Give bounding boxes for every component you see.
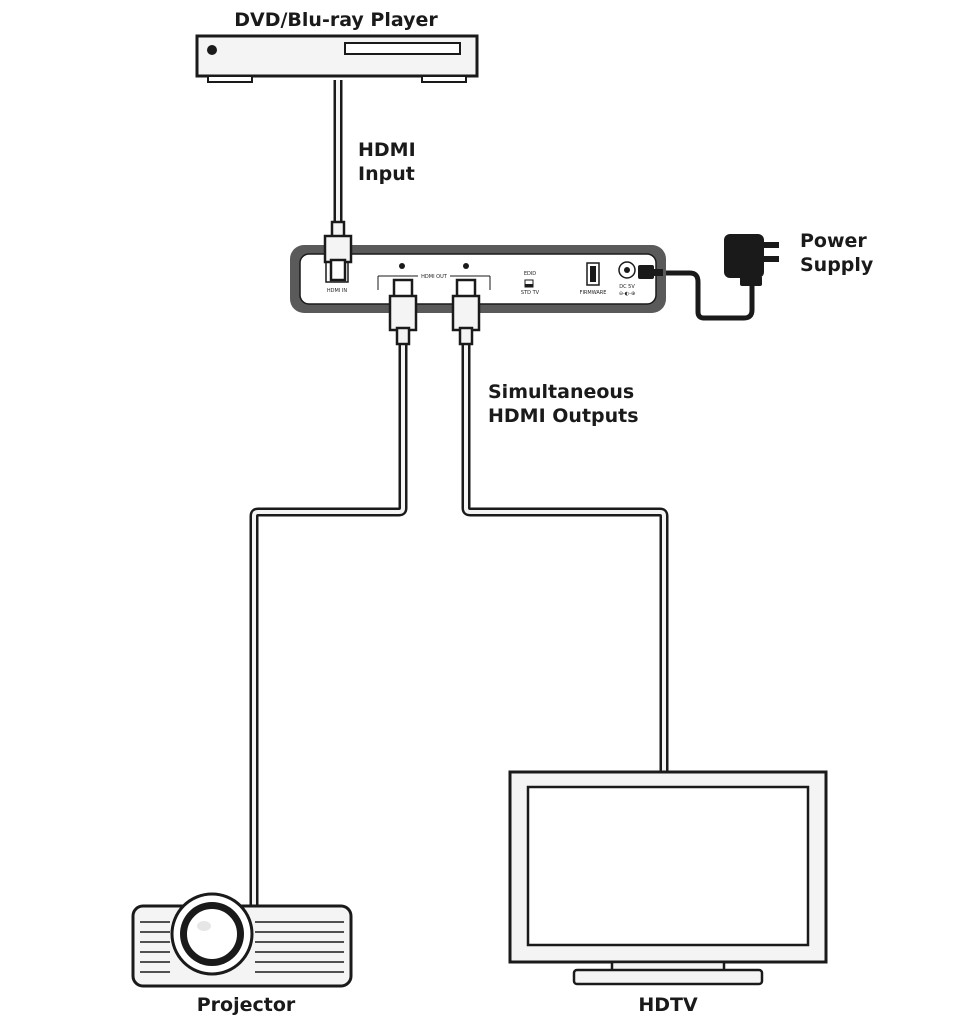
power-adapter xyxy=(724,234,779,286)
dc-jack-label: DC 5V xyxy=(619,284,635,290)
hdmi-input-label-line1: HDMI xyxy=(358,139,416,161)
hdmi-cables xyxy=(249,80,755,910)
source-device-label: DVD/Blu-ray Player xyxy=(234,9,438,31)
hdmi-splitter: HDMI IN HDMI OUT EDID STD TV FIRMWARE xyxy=(290,245,666,313)
firmware-port-label: FIRMWARE xyxy=(580,290,607,296)
hdmi-plug-input xyxy=(323,220,353,282)
outputs-label-line2: HDMI Outputs xyxy=(488,405,639,427)
hdmi-in-port-label: HDMI IN xyxy=(327,288,347,294)
power-plug xyxy=(638,265,663,279)
hdmi-input-label-line2: Input xyxy=(358,163,415,185)
dc-jack-polarity: ⊖-◐-⊕ xyxy=(619,291,635,297)
projector-label: Projector xyxy=(197,994,296,1016)
hdmi-out-ports: HDMI OUT xyxy=(377,263,491,290)
dc-power-jack: DC 5V ⊖-◐-⊕ xyxy=(618,261,636,297)
hdtv-label: HDTV xyxy=(638,994,698,1016)
led-indicator xyxy=(463,263,469,269)
firmware-port: FIRMWARE xyxy=(580,262,607,296)
led-indicator xyxy=(399,263,405,269)
hdtv xyxy=(508,770,828,986)
edid-switch-top-label: EDID xyxy=(524,271,536,277)
power-supply-label-line1: Power xyxy=(800,230,867,252)
hdmi-plug-output-1 xyxy=(388,278,418,346)
dvd-bluray-player xyxy=(195,34,479,83)
edid-switch: EDID STD TV xyxy=(521,271,540,296)
power-supply-label-line2: Supply xyxy=(800,254,874,276)
hdmi-out-label: HDMI OUT xyxy=(421,274,448,280)
hdmi-plug-output-2 xyxy=(451,278,481,346)
edid-switch-bottom-label: STD TV xyxy=(521,290,540,296)
outputs-label-line1: Simultaneous xyxy=(488,381,634,403)
projector xyxy=(131,892,353,988)
